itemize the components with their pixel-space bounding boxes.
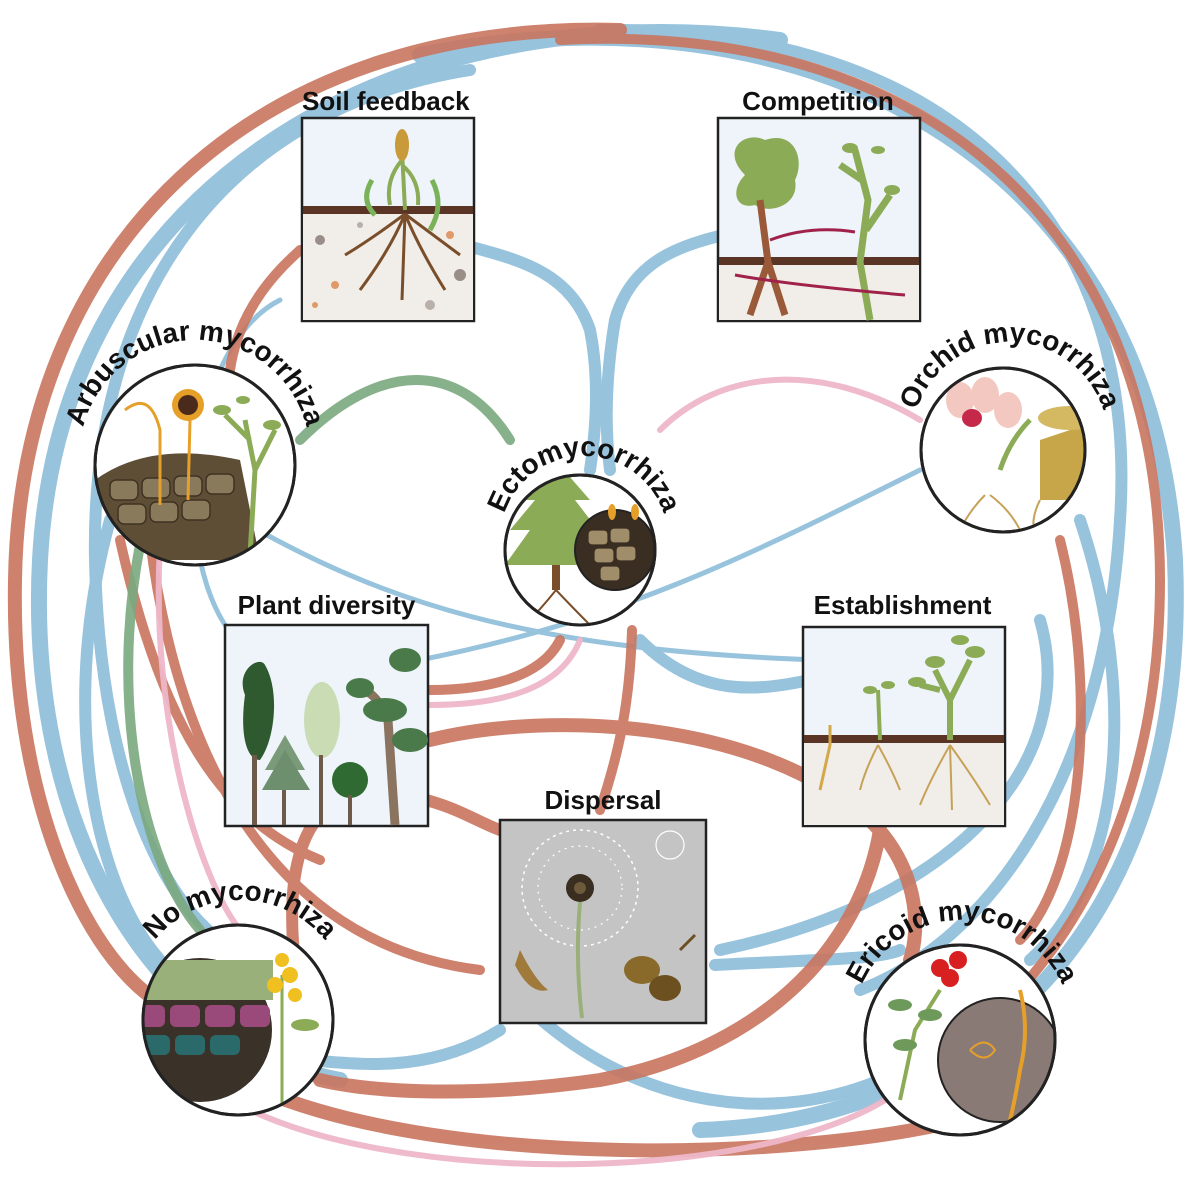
link-am-nm-green (123, 540, 205, 935)
competition-label: Competition (742, 86, 894, 116)
plant-diversity-panel (223, 623, 430, 828)
ericoid-mycorrhiza-panel (863, 943, 1057, 1137)
link-bottom-blue (514, 994, 886, 1110)
link-ecm-om-pink (657, 376, 923, 433)
soil-particles (312, 222, 466, 310)
wheat-plant-icon (344, 129, 461, 301)
link-est-nm-orange (313, 823, 887, 1099)
link-am-est-blue (237, 517, 823, 663)
link-ecm-est-blue (634, 634, 816, 694)
ectomycorrhiza-panel (503, 473, 657, 627)
orchid-flower-icon (946, 377, 1085, 532)
link-am-nm-pink (155, 542, 243, 933)
link-om-erm-blue (1024, 514, 1121, 966)
competing-trees-icon (734, 137, 906, 321)
conifer-root-icon (505, 475, 655, 625)
link-ecm-pd-orange (425, 635, 565, 695)
dispersal-label: Dispersal (544, 785, 662, 815)
link-am-nm-blue (79, 514, 166, 966)
link-dispersal-erm-blue (709, 944, 906, 971)
flowering-herb-icon (143, 953, 319, 1110)
weak-links (155, 376, 923, 1168)
establishment-label: Establishment (813, 590, 992, 620)
positive-links (7, 22, 1166, 1158)
link-ecm-pd-pink (427, 637, 583, 708)
link-orange-bottom (253, 1083, 967, 1158)
mutualist-links (123, 375, 515, 935)
link-outer-orange-left (7, 22, 627, 1017)
plant-diversity-label: Plant diversity (237, 590, 416, 620)
link-am-soil-orange (225, 245, 305, 375)
soil-feedback-label: Soil feedback (302, 86, 470, 116)
link-om-pd-blue (417, 467, 923, 663)
link-am-nm-orange (115, 535, 325, 865)
tree-community-icon (242, 648, 428, 826)
berry-shrub-icon (888, 951, 1055, 1123)
competition-panel (716, 116, 922, 323)
arbuscular-root-icon (95, 389, 281, 560)
link-ecm-dispersal-orange (595, 625, 637, 815)
dispersal-panel (498, 818, 708, 1025)
arbuscular-mycorrhiza-panel (93, 363, 297, 567)
dandelion-seed-icon (515, 829, 697, 1019)
link-om-erm-orange (1015, 535, 1086, 945)
link-bottom-pink (247, 1087, 903, 1168)
soil-feedback-panel (300, 116, 476, 323)
no-mycorrhiza-panel (141, 923, 335, 1117)
link-am-ecm-green (295, 375, 515, 445)
establishment-panel (801, 625, 1007, 828)
link-blue-inner-right (594, 23, 1128, 996)
seedlings-icon (818, 635, 991, 811)
orchid-mycorrhiza-panel (919, 366, 1087, 534)
